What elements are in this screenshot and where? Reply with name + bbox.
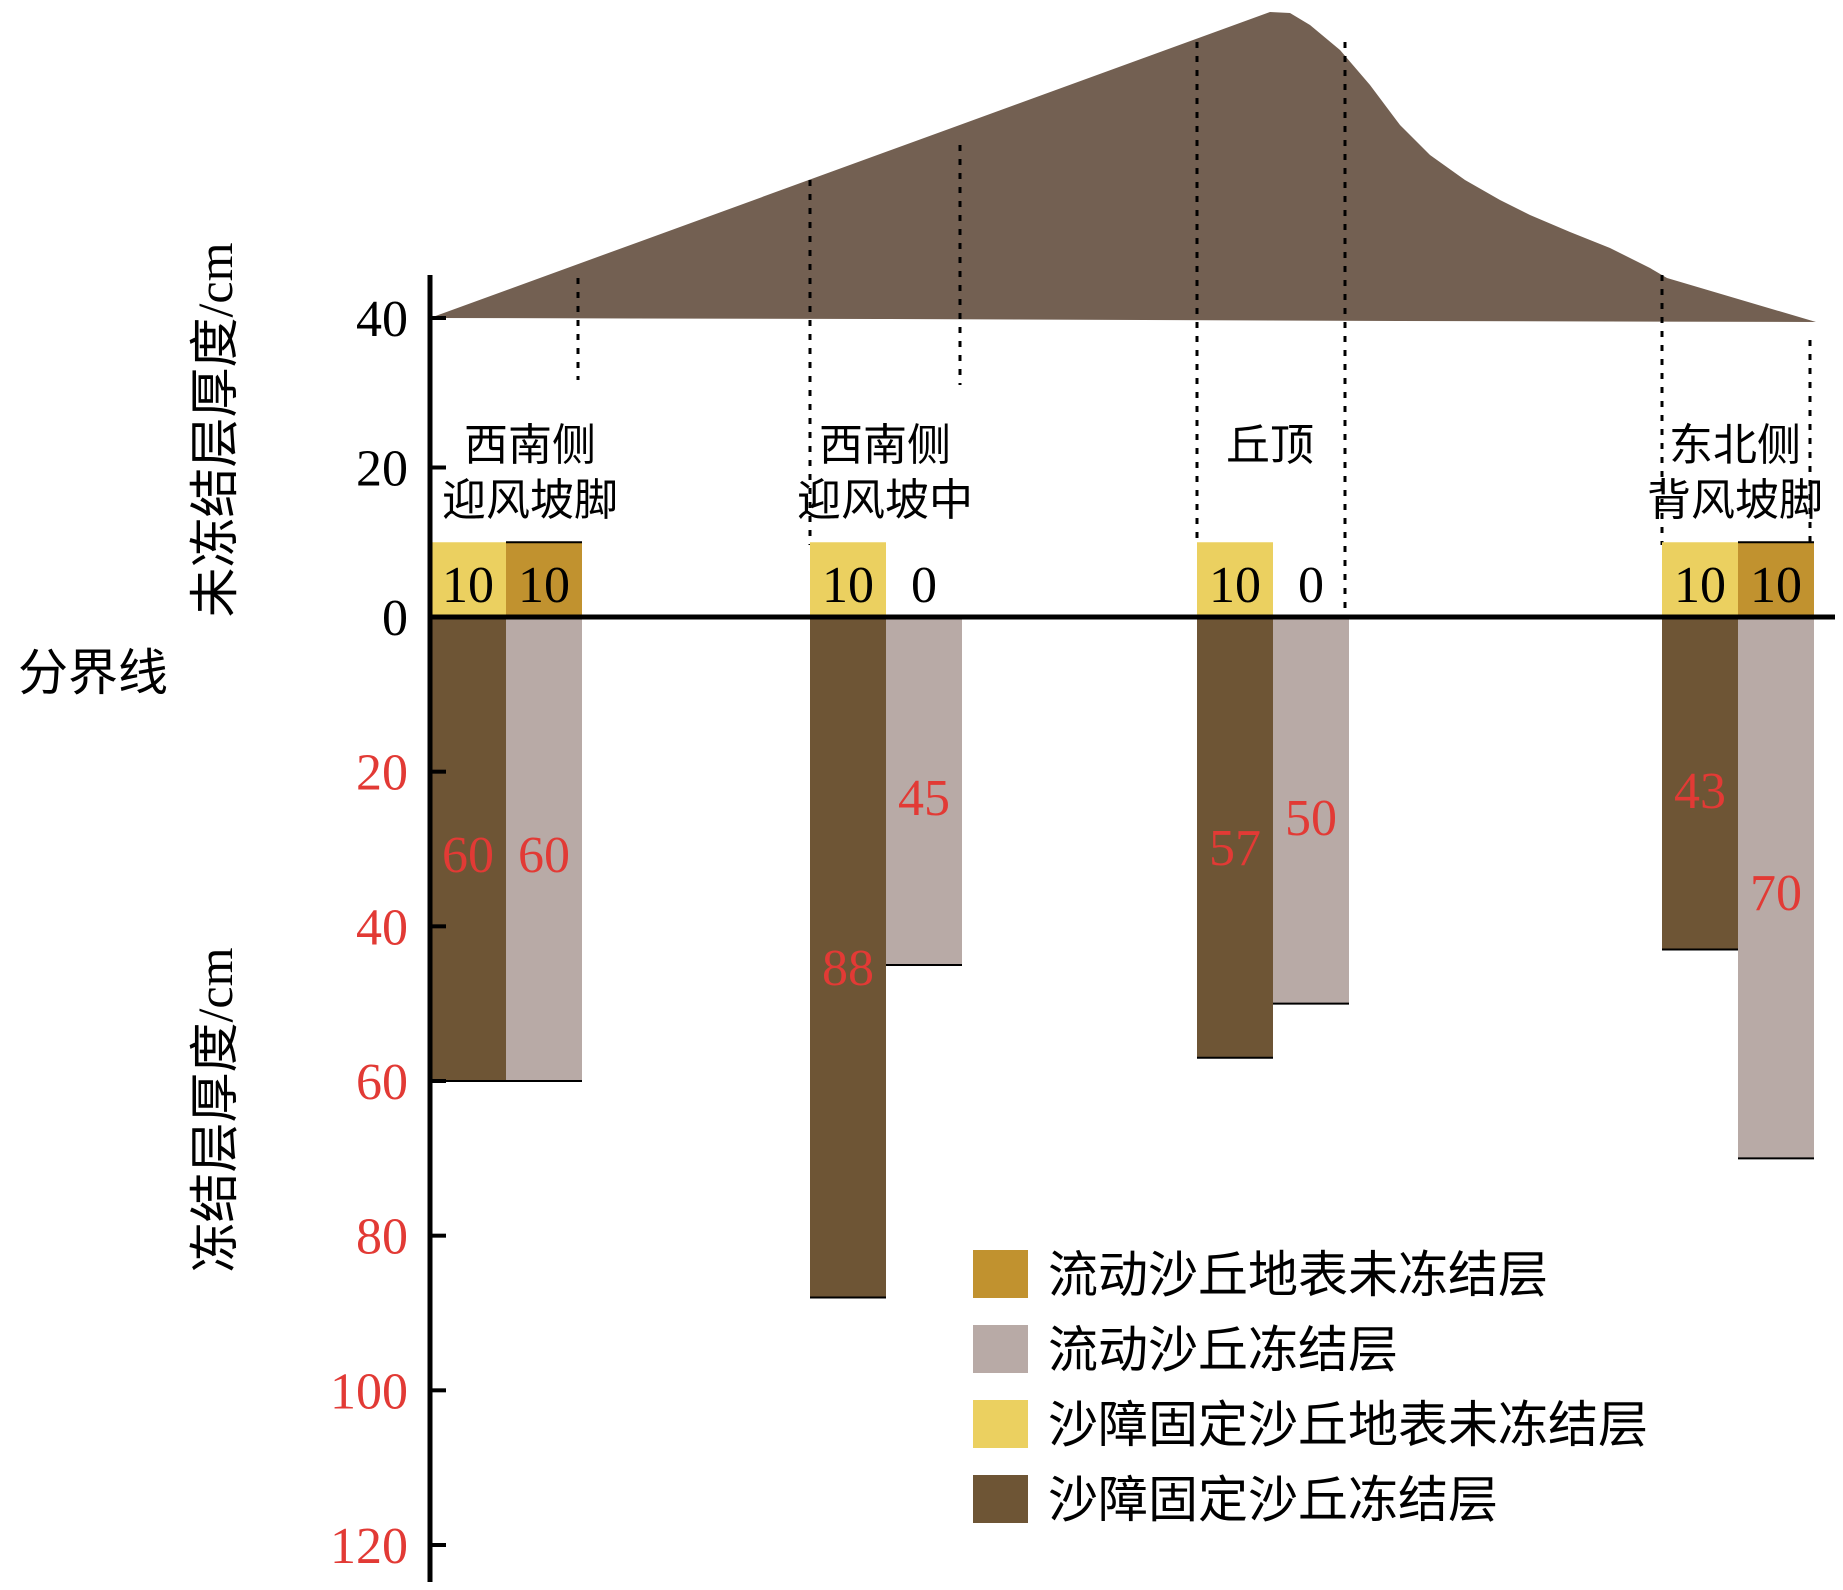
axes-layer (427, 275, 1835, 1582)
legend-swatch (973, 1400, 1028, 1448)
category-label-line2: 背风坡脚 (1647, 476, 1823, 525)
value-label-mobile-unfrozen: 0 (1298, 557, 1324, 614)
dune-silhouette-layer (430, 12, 1816, 322)
bar-fixed-frozen (810, 617, 886, 1298)
bar-mobile-frozen (506, 617, 582, 1081)
bar-mobile-unfrozen (1738, 542, 1814, 617)
dune-silhouette (430, 12, 1816, 322)
value-label-mobile-frozen: 60 (518, 827, 570, 884)
boundary-line-label: 分界线 (18, 645, 168, 701)
value-label-mobile-unfrozen: 10 (1750, 557, 1802, 614)
legend-label: 流动沙丘冻结层 (1048, 1322, 1398, 1378)
value-labels: 10 10 10 0 10 0 10 10 60 60 88 45 57 50 43 70 (442, 557, 1802, 997)
bar-fixed-frozen (1662, 617, 1738, 950)
y-tick-label-top: 20 (356, 441, 408, 498)
legend-label: 沙障固定沙丘冻结层 (1048, 1472, 1498, 1528)
value-label-mobile-frozen: 45 (898, 770, 950, 827)
category-label-line1: 西南侧 (819, 421, 951, 470)
y-axis-title-unfrozen: 未冻结层厚度/cm (187, 242, 243, 617)
category-label-line2: 迎风坡脚 (442, 476, 618, 525)
bar-mobile-frozen (1738, 617, 1814, 1159)
y-tick-label-bottom: 40 (356, 899, 408, 956)
y-tick-label-top: 40 (356, 291, 408, 348)
y-tick-label-bottom: 20 (356, 745, 408, 802)
bar-mobile-frozen (886, 617, 962, 965)
value-label-fixed-frozen: 57 (1209, 820, 1261, 877)
legend-swatch (973, 1475, 1028, 1523)
y-tick-label-bottom: 120 (330, 1518, 408, 1575)
bar-fixed-unfrozen (1662, 542, 1738, 617)
bar-fixed-unfrozen (430, 542, 506, 617)
y-tick-label-bottom: 100 (330, 1363, 408, 1420)
y-tick-label-bottom: 60 (356, 1054, 408, 1111)
value-label-mobile-frozen: 50 (1285, 790, 1337, 847)
bar-fixed-frozen (430, 617, 506, 1081)
category-label-line1: 东北侧 (1669, 421, 1801, 470)
category-label-line1: 西南侧 (464, 421, 596, 470)
legend-swatch (973, 1250, 1028, 1298)
value-label-fixed-frozen: 43 (1674, 763, 1726, 820)
value-label-fixed-unfrozen: 10 (822, 557, 874, 614)
value-label-fixed-unfrozen: 10 (1674, 557, 1726, 614)
value-label-fixed-unfrozen: 10 (1209, 557, 1261, 614)
y-axis-title-frozen: 冻结层厚度/cm (187, 947, 243, 1272)
legend-label: 沙障固定沙丘地表未冻结层 (1048, 1397, 1648, 1453)
bar-fixed-unfrozen (810, 542, 886, 617)
value-label-mobile-unfrozen: 0 (911, 557, 937, 614)
value-label-mobile-unfrozen: 10 (518, 557, 570, 614)
bar-mobile-unfrozen (506, 542, 582, 617)
value-label-fixed-frozen: 88 (822, 940, 874, 997)
bar-fixed-frozen (1197, 617, 1273, 1058)
value-label-mobile-frozen: 70 (1750, 865, 1802, 922)
value-label-fixed-frozen: 60 (442, 827, 494, 884)
category-label-line2: 迎风坡中 (797, 476, 973, 525)
bars-layer (428, 541, 1835, 1299)
category-label-line1: 丘顶 (1226, 421, 1314, 470)
tick-labels: 0 20 40 20 40 60 80 100 120 (330, 291, 408, 1575)
bar-fixed-unfrozen (1197, 542, 1273, 617)
category-guide-lines (576, 42, 1812, 618)
value-label-fixed-unfrozen: 10 (442, 557, 494, 614)
legend-label: 流动沙丘地表未冻结层 (1048, 1247, 1548, 1303)
y-tick-label-top: 0 (382, 590, 408, 647)
bar-mobile-frozen (1273, 617, 1349, 1004)
y-tick-label-bottom: 80 (356, 1209, 408, 1266)
legend-swatch (973, 1325, 1028, 1373)
